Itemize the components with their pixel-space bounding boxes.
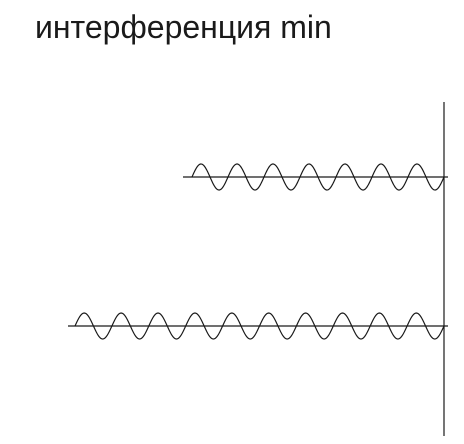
- lower-wave: [74, 312, 445, 340]
- diagram-title: интерференция min: [35, 9, 332, 45]
- upper-wave: [191, 163, 445, 191]
